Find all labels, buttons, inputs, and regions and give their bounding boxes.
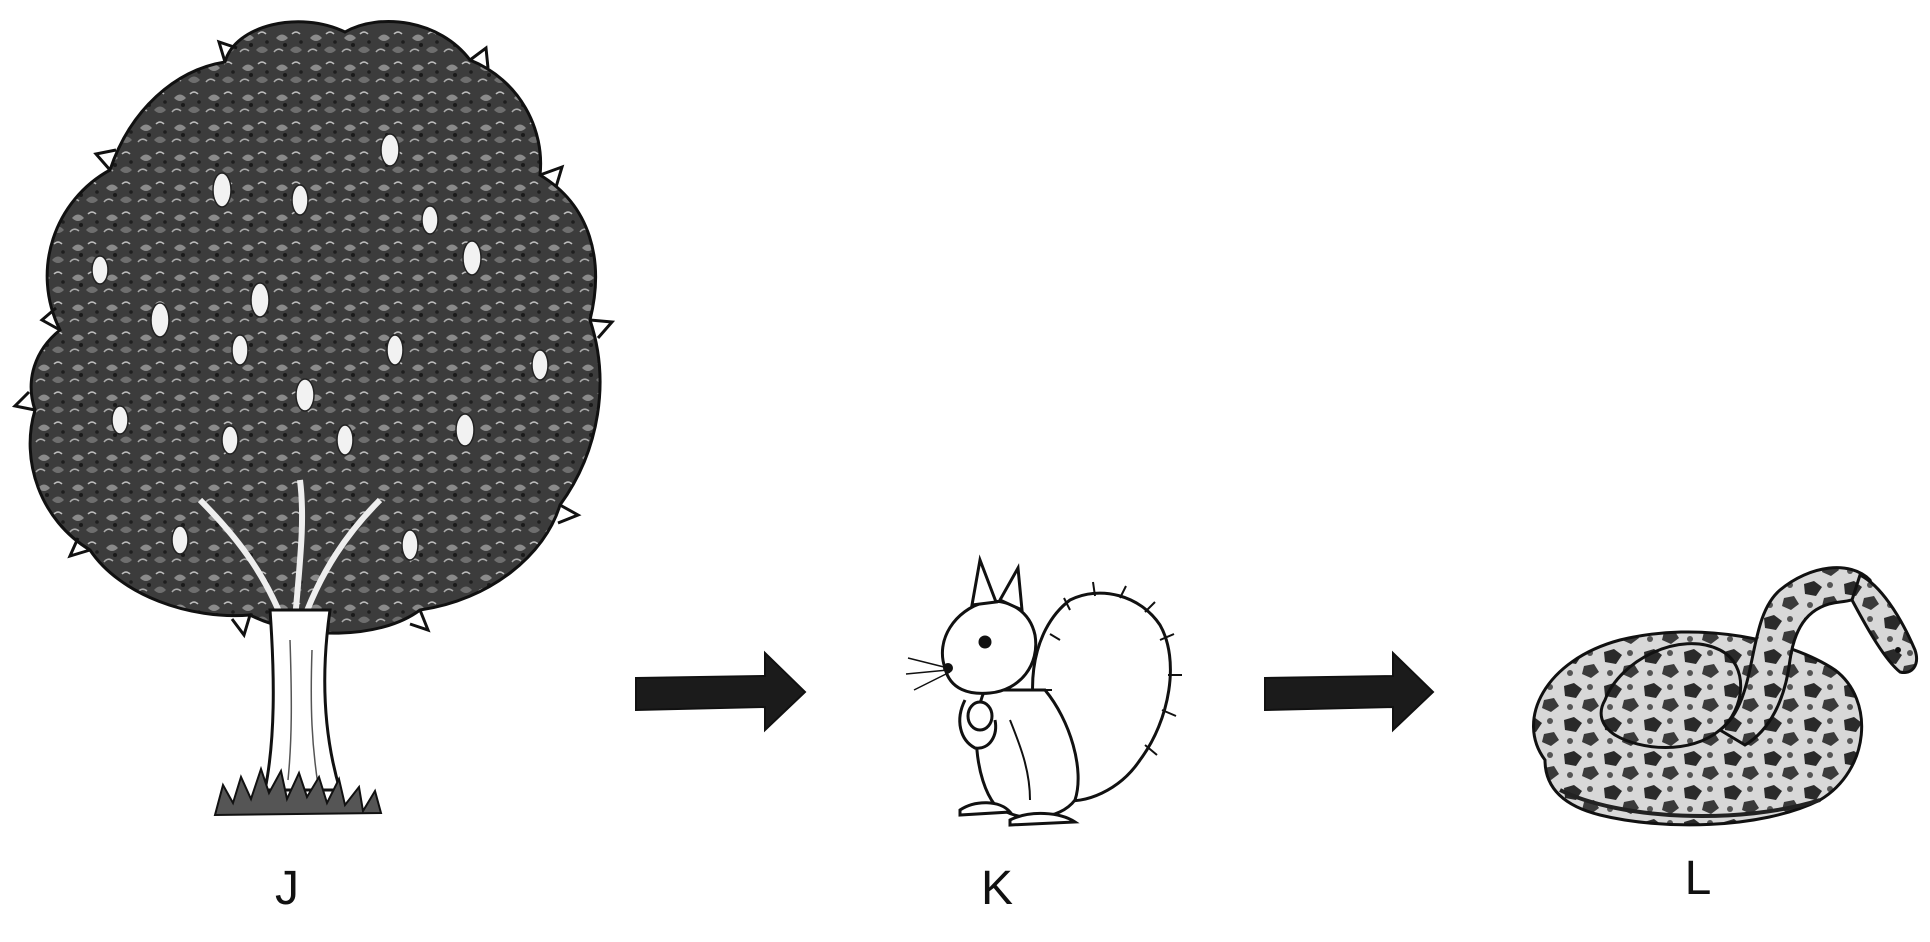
arrow-k-to-l xyxy=(1264,650,1435,733)
arrow-j-to-k xyxy=(635,650,807,733)
organism-label-j: J xyxy=(275,862,299,915)
tree-icon xyxy=(11,20,616,817)
tree-trunk xyxy=(263,608,343,792)
squirrel-icon xyxy=(905,554,1182,827)
organism-label-k: K xyxy=(980,862,1013,915)
tree-canopy xyxy=(28,20,602,635)
organism-label-l: L xyxy=(1684,852,1712,905)
tree-grass xyxy=(213,765,383,817)
snake-icon xyxy=(1532,566,1918,827)
